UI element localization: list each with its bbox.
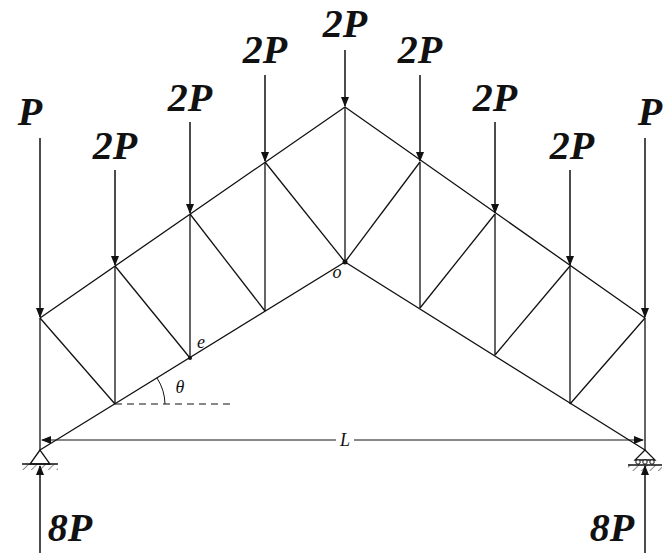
load-label: 2P <box>168 78 212 118</box>
load-label: P <box>638 92 662 132</box>
load-label: 2P <box>550 126 594 166</box>
joint-label: o <box>333 263 342 281</box>
load-label: P <box>18 92 42 132</box>
reaction-label: 8P <box>590 508 634 548</box>
load-label: 2P <box>323 4 367 44</box>
load-arrows <box>40 50 645 317</box>
joint-dot <box>343 260 348 265</box>
truss-members <box>40 107 645 450</box>
load-label: 2P <box>243 30 287 70</box>
angle-arc <box>157 378 165 404</box>
load-label: 2P <box>473 78 517 118</box>
reference-line <box>115 404 235 405</box>
pin-support <box>22 450 58 470</box>
dimension-label: L <box>336 431 354 449</box>
roller-support <box>628 450 662 471</box>
load-label: 2P <box>93 126 137 166</box>
reaction-arrows <box>40 466 645 553</box>
load-label: 2P <box>398 30 442 70</box>
reaction-label: 8P <box>48 508 92 548</box>
joint-label: e <box>197 333 205 351</box>
angle-label: θ <box>176 378 185 396</box>
joint-dot <box>188 356 192 360</box>
